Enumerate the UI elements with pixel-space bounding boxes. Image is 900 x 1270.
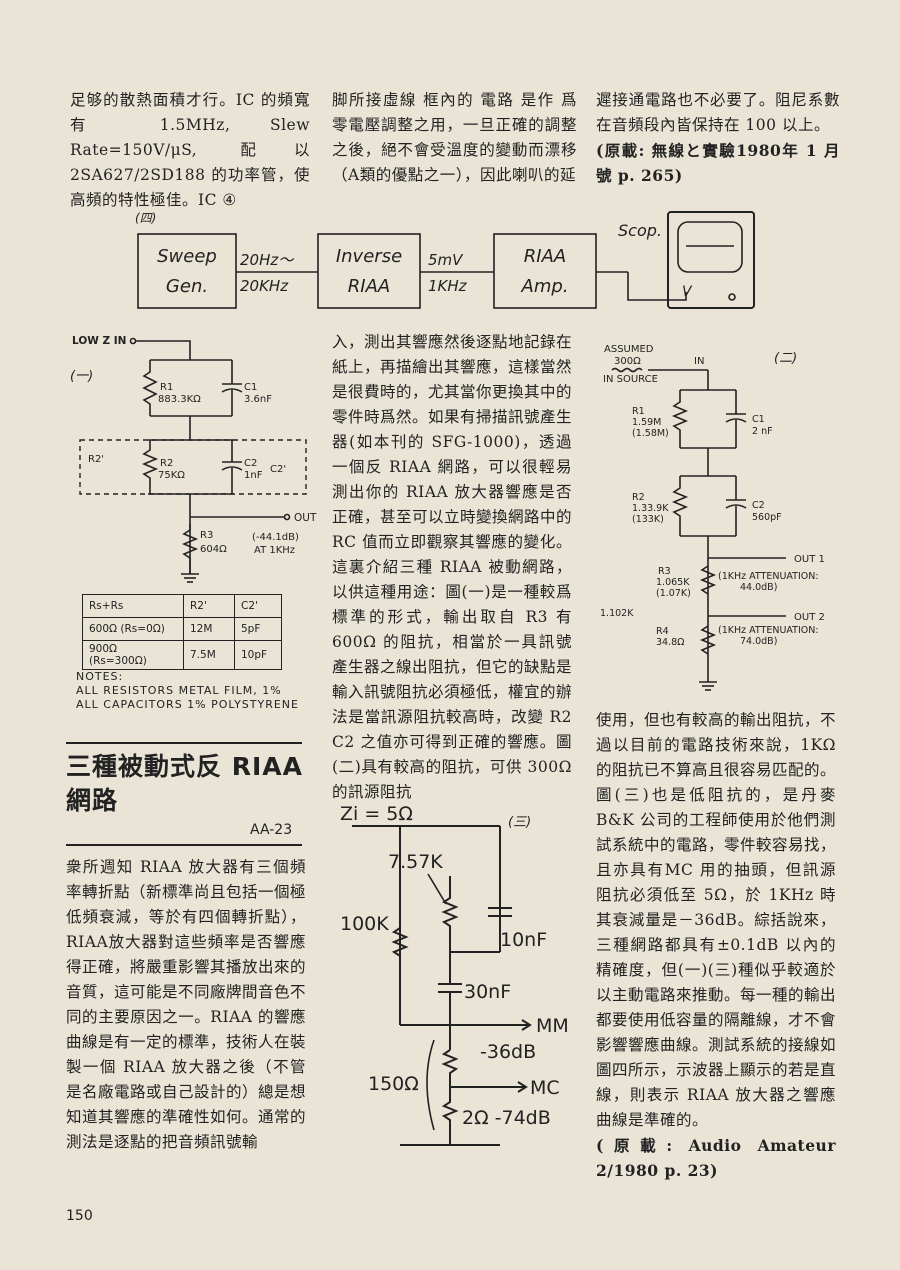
scope-label: Scop. <box>618 221 662 240</box>
top-source: (原載: 無線と實驗1980年 1 月號 p. 265) <box>596 141 840 185</box>
c2-r3-alt: (1.07K) <box>656 588 691 599</box>
c3-mm: MM <box>536 1015 569 1037</box>
fig4-label: (四) <box>135 211 156 225</box>
inverse-riaa-box <box>317 233 421 309</box>
c2-r4-name: R4 <box>656 626 669 637</box>
body-col2: 入，測出其響應然後逐點地記錄在紙上，再描繪出其響應，這樣當然是很費時的，尤其當你… <box>332 333 573 801</box>
c2-r2-name: R2 <box>632 492 645 503</box>
table-row: 600Ω (Rs=0Ω) 12M 5pF <box>82 617 282 641</box>
c2-c2-val: 560pF <box>752 512 782 523</box>
th-c2p: C2' <box>234 594 282 618</box>
c2-fig-label: (二) <box>774 351 797 366</box>
c2-c2-name: C2 <box>752 500 765 511</box>
c3-r100k: 100K <box>340 913 389 935</box>
body-col3: 使用，但也有較高的輸出阻抗，不過以目前的電路技術來說，1KΩ的阻抗已不算高且很容… <box>596 708 836 1183</box>
c3-r-top: 7.57K <box>388 851 443 873</box>
circuit1-notes: NOTES: ALL RESISTORS METAL FILM, 1% ALL … <box>76 670 299 711</box>
scope-body <box>667 211 755 309</box>
arrow1-bottom: 20KHz <box>240 277 289 295</box>
th-r2p: R2' <box>183 594 235 618</box>
c2-total: 1.102K <box>600 608 634 619</box>
c3-fig-label: (三) <box>508 815 531 830</box>
box1-line2: Gen. <box>166 276 208 297</box>
c2-assumed-1: ASSUMED <box>604 344 654 355</box>
table-row: 900Ω (Rs=300Ω) 7.5M 10pF <box>82 640 282 670</box>
box2-line1: Inverse <box>336 246 402 267</box>
cell: 600Ω (Rs=0Ω) <box>82 617 184 641</box>
scope-input: V <box>682 284 693 300</box>
c3-mc: MC <box>530 1077 560 1099</box>
c1-r3-name: R3 <box>200 530 213 541</box>
top-text-col2: 脚所接虛線 框內的 電路 是作 爲零電壓調整之用，一旦正確的調整之後，絕不會受溫… <box>332 91 577 184</box>
c1-r2p: R2' <box>88 454 104 465</box>
c2-atten1-a: (1KHz ATTENUATION: <box>718 571 819 582</box>
c2-atten1-b: 44.0dB) <box>740 582 777 593</box>
c2-r3-val: 1.065K <box>656 577 690 588</box>
c3-mm-db: -36dB <box>480 1041 536 1063</box>
c2-r2-val: 1.33.9K <box>632 503 669 514</box>
riaa-amp-box <box>493 233 597 309</box>
c2-r2-alt: (133K) <box>632 514 664 525</box>
c2-r3-name: R3 <box>658 566 671 577</box>
top-text-col1: 足够的散熱面積才行。IC 的頻寬有 1.5MHz, Slew Rate=150V… <box>70 91 310 209</box>
c3-c30: 30nF <box>464 981 511 1003</box>
c2-atten2-b: 74.0dB) <box>740 636 777 647</box>
box2-line2: RIAA <box>348 276 390 297</box>
c1-out: OUT <box>294 512 317 524</box>
c1-c2p: C2' <box>270 464 286 475</box>
title-top-rule <box>66 742 302 744</box>
c2-r1-alt: (1.58M) <box>632 428 669 439</box>
c3-r150: 150Ω <box>368 1073 419 1095</box>
c2-r4-val: 34.8Ω <box>656 637 684 648</box>
c2-r1-name: R1 <box>632 406 645 417</box>
scope-screen <box>677 221 743 273</box>
th-rs: Rs+Rs <box>82 594 184 618</box>
arrow1-top: 20Hz～ <box>240 251 294 269</box>
c1-c1-val: 3.6nF <box>244 394 272 405</box>
cell: 7.5M <box>183 640 235 670</box>
box1-line1: Sweep <box>157 246 217 267</box>
c2-c1-name: C1 <box>752 414 765 425</box>
c1-c2-name: C2 <box>244 458 257 469</box>
sweep-gen-box <box>137 233 237 309</box>
arrow2-bottom: 1KHz <box>428 277 468 295</box>
c1-r2-val: 75KΩ <box>158 470 185 481</box>
arrow2-top: 5mV <box>428 251 464 269</box>
c1-atten-1: (-44.1dB) <box>252 532 299 543</box>
cell: 5pF <box>234 617 282 641</box>
c1-atten-2: AT 1KHz <box>254 545 295 556</box>
body-col1: 衆所週知 RIAA 放大器有三個頻率轉折點（新標準尚且包括一個極低頻衰減，等於有… <box>66 858 307 1151</box>
title-bottom-rule <box>66 844 302 846</box>
c1-fig-label: (一) <box>70 369 93 384</box>
c3-zi: Zi = 5Ω <box>340 803 413 825</box>
box3-line2: Amp. <box>521 276 569 297</box>
c1-r1-name: R1 <box>160 382 173 393</box>
circuit1-table: Rs+Rs R2' C2' 600Ω (Rs=0Ω) 12M 5pF 900Ω … <box>82 594 282 670</box>
author: AA-23 <box>250 822 293 838</box>
c1-r2-name: R2 <box>160 458 173 469</box>
c2-c1-val: 2 nF <box>752 426 773 437</box>
c2-assumed-2: 300Ω <box>614 356 641 367</box>
c2-r1-val: 1.59M <box>632 417 661 428</box>
box3-line1: RIAA <box>524 246 566 267</box>
source-note: (原載: Audio Amateur 2/1980 p. 23) <box>596 1136 836 1180</box>
page-number: 150 <box>66 1208 93 1224</box>
c2-out1: OUT 1 <box>794 554 825 565</box>
c2-atten2-a: (1KHz ATTENUATION: <box>718 625 819 636</box>
cell: 10pF <box>234 640 282 670</box>
c1-c2-val: 1nF <box>244 470 263 481</box>
c2-assumed-3: IN SOURCE <box>603 374 658 385</box>
c2-in: IN <box>694 356 704 367</box>
c2-out2: OUT 2 <box>794 612 825 623</box>
c3-c10: 10nF <box>500 929 547 951</box>
c1-input: LOW Z IN <box>72 335 126 347</box>
c1-c1-name: C1 <box>244 382 257 393</box>
c1-r1-val: 883.3KΩ <box>158 394 201 405</box>
c1-r3-val: 604Ω <box>200 544 227 555</box>
cell: 900Ω (Rs=300Ω) <box>82 640 184 670</box>
c3-mc-db: 2Ω -74dB <box>462 1107 551 1129</box>
cell: 12M <box>183 617 235 641</box>
section-title: 三種被動式反 RIAA 網路 <box>66 752 303 815</box>
top-text-col3: 遲接通電路也不必要了。阻尼系數在音頻段內皆保持在 100 以上。 (原載: 無線… <box>596 88 840 188</box>
